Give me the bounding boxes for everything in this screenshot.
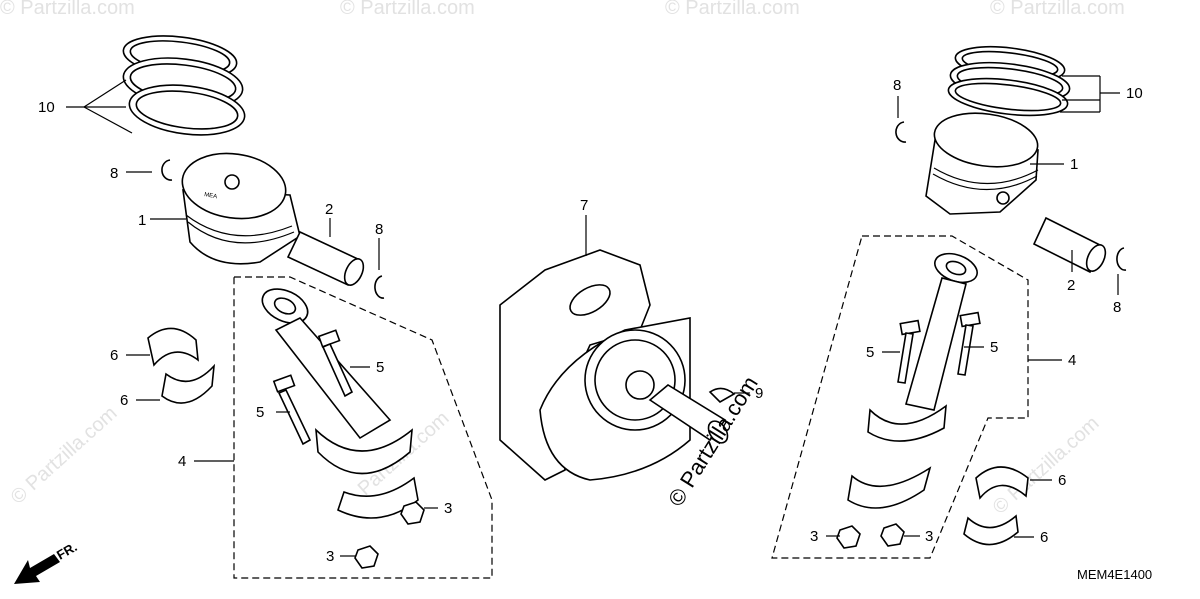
callout-connecting-rod: 4 [1068, 352, 1076, 369]
callout-crankshaft: 7 [580, 197, 588, 214]
nut-left-b [354, 545, 379, 569]
nut-right-a [836, 525, 861, 549]
clip-left-bottom [374, 275, 385, 299]
callout-bearing: 6 [1040, 529, 1048, 546]
watermark-faint: © Partzilla.com [989, 412, 1104, 519]
front-label: FR. [54, 539, 80, 562]
watermark-faint: © Partzilla.com [665, 0, 800, 19]
diagram-code: MEM4E1400 [1077, 567, 1152, 582]
watermark-faint: © Partzilla.com [0, 0, 135, 19]
callout-bearing: 6 [110, 347, 118, 364]
callout-bolt: 5 [990, 339, 998, 356]
callout-piston: 1 [1070, 156, 1078, 173]
watermark-faint: © Partzilla.com [990, 0, 1125, 19]
callout-ring-set: 10 [38, 99, 55, 116]
callout-clip: 8 [893, 77, 901, 94]
clip-right-bottom [1116, 247, 1127, 271]
piston-pin-right [1032, 216, 1107, 274]
ring-set-right [947, 45, 1071, 117]
bolt-right-b [957, 311, 981, 376]
callout-piston-pin: 2 [1067, 277, 1075, 294]
piston-left: MEA [181, 152, 301, 265]
callout-clip: 8 [110, 165, 118, 182]
piston-pin-left [286, 230, 365, 287]
callout-clip: 8 [1113, 299, 1121, 316]
bearing-left [147, 327, 216, 404]
callout-bolt: 5 [866, 344, 874, 361]
callout-clip: 8 [375, 221, 383, 238]
conrod-group-box-right [771, 235, 1029, 559]
bolt-left-b [272, 374, 312, 446]
leader-lines [66, 75, 1120, 557]
callout-ring-set: 10 [1126, 85, 1143, 102]
callout-key: 9 [755, 385, 763, 402]
callout-nut: 3 [810, 528, 818, 545]
bolt-right-a [897, 319, 921, 384]
callout-bolt: 5 [376, 359, 384, 376]
piston-right [925, 112, 1039, 215]
callout-bolt: 5 [256, 404, 264, 421]
callouts: 10 8 1 2 8 6 6 4 5 5 3 3 7 9 8 10 1 2 8 … [38, 77, 1143, 565]
conrod-group-box-left [233, 276, 493, 579]
nut-left-a [400, 501, 425, 525]
piston-mark: MEA [204, 192, 218, 200]
callout-piston: 1 [138, 212, 146, 229]
front-direction-indicator: FR. [14, 539, 80, 584]
crankshaft [499, 249, 729, 481]
clip-left-top [161, 159, 173, 181]
bolt-left-a [317, 329, 354, 398]
callout-piston-pin: 2 [325, 201, 333, 218]
front-arrow-icon [14, 554, 60, 584]
clip-right-top [895, 121, 907, 143]
callout-connecting-rod: 4 [178, 453, 186, 470]
callout-bearing: 6 [1058, 472, 1066, 489]
bearing-right [963, 466, 1029, 546]
connecting-rod-right [847, 252, 978, 509]
connecting-rod-left [261, 288, 419, 519]
callout-nut: 3 [444, 500, 452, 517]
woodruff-key [708, 387, 736, 403]
ring-set-left [122, 35, 246, 136]
callout-nut: 3 [925, 528, 933, 545]
nut-right-b [880, 523, 905, 547]
watermark-faint: © Partzilla.com [7, 402, 122, 509]
callout-bearing: 6 [120, 392, 128, 409]
callout-nut: 3 [326, 548, 334, 565]
watermark-faint: © Partzilla.com [340, 0, 475, 19]
